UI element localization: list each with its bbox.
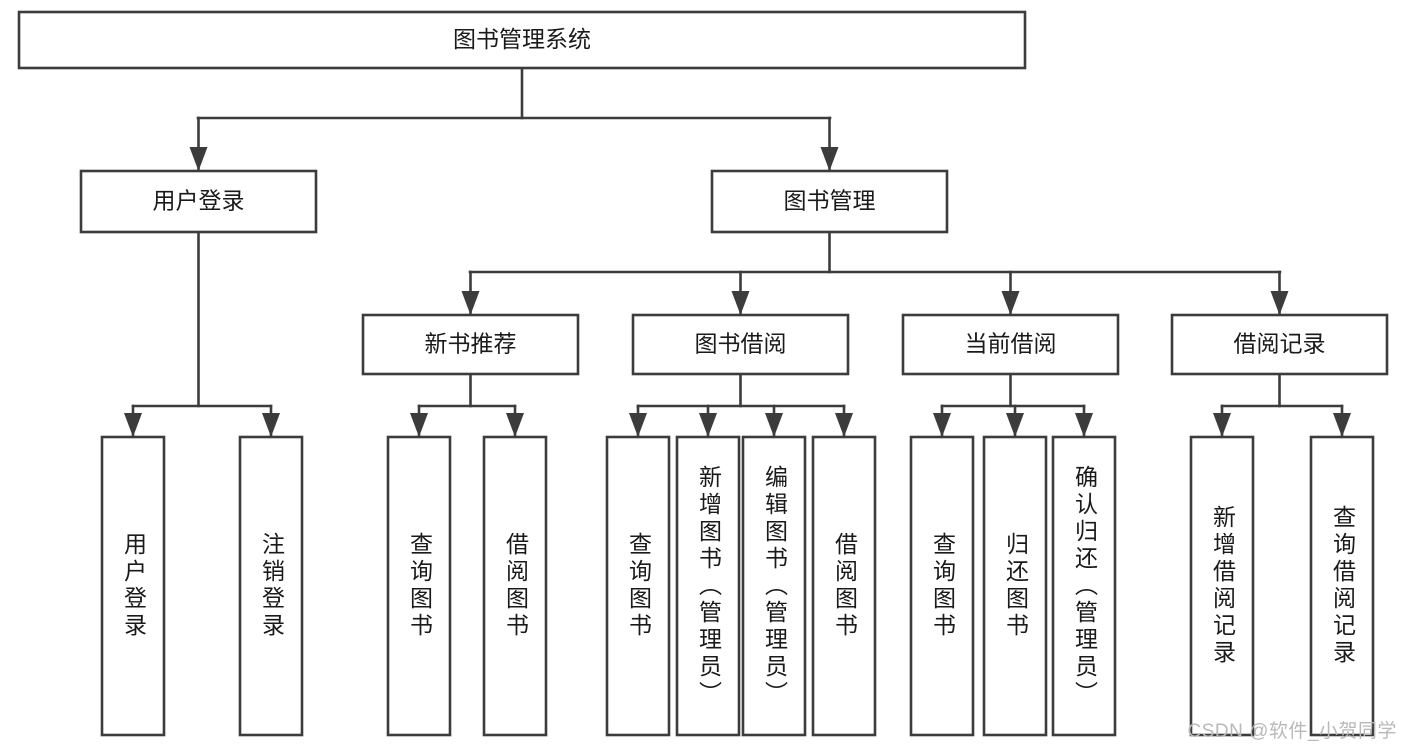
arrow-leaf-add-record	[1213, 413, 1231, 437]
node-leaf-query-book-2[interactable]	[605, 435, 671, 737]
arrow-leaf-query-record	[1333, 413, 1351, 437]
node-root[interactable]	[17, 10, 1027, 70]
node-borrow-record[interactable]	[1170, 313, 1389, 376]
node-leaf-query-record[interactable]	[1309, 435, 1375, 737]
arrow-leaf-borrow-book-2	[835, 413, 853, 437]
node-leaf-return-book[interactable]	[982, 435, 1048, 737]
arrow-leaf-query-book-1	[410, 413, 428, 437]
node-label-book-manage: 图书管理	[784, 188, 876, 214]
arrow-new-book-recommend	[461, 291, 480, 315]
node-leaf-borrow-book-2[interactable]	[811, 435, 877, 737]
node-leaf-borrow-book-1[interactable]	[482, 435, 548, 737]
watermark-text: CSDN @软件_小贺同学	[1187, 721, 1397, 742]
arrow-leaf-borrow-book-1	[506, 413, 524, 437]
arrow-leaf-query-book-2	[629, 413, 647, 437]
node-label-book-borrow: 图书借阅	[695, 331, 787, 357]
node-leaf-confirm-return[interactable]	[1051, 435, 1117, 737]
node-label-borrow-record: 借阅记录	[1234, 331, 1326, 357]
node-label-new-book-recommend: 新书推荐	[425, 331, 517, 357]
node-leaf-query-book-3[interactable]	[909, 435, 975, 737]
node-new-book-recommend[interactable]	[361, 313, 580, 376]
arrow-borrow-record	[1270, 291, 1289, 315]
node-book-manage[interactable]	[710, 169, 949, 234]
node-leaf-user-logout[interactable]	[238, 435, 304, 737]
arrow-user-login	[189, 147, 208, 171]
node-book-borrow[interactable]	[631, 313, 850, 376]
node-leaf-user-login[interactable]	[100, 435, 166, 737]
arrow-leaf-user-logout	[262, 413, 280, 437]
arrow-current-borrow	[1001, 291, 1020, 315]
node-leaf-edit-book[interactable]	[741, 435, 807, 737]
node-user-login[interactable]	[79, 169, 318, 234]
arrow-leaf-edit-book	[765, 413, 783, 437]
arrow-book-manage	[820, 147, 839, 171]
node-leaf-query-book-1[interactable]	[386, 435, 452, 737]
arrow-leaf-user-login	[124, 413, 142, 437]
node-leaf-add-book[interactable]	[675, 435, 741, 737]
arrow-leaf-query-book-3	[933, 413, 951, 437]
node-label-user-login: 用户登录	[153, 188, 245, 214]
arrow-leaf-confirm-return	[1075, 413, 1093, 437]
node-leaf-add-record[interactable]	[1189, 435, 1255, 737]
arrow-leaf-return-book	[1006, 413, 1024, 437]
arrow-leaf-add-book	[699, 413, 717, 437]
arrow-book-borrow	[731, 291, 750, 315]
node-label-current-borrow: 当前借阅	[965, 331, 1057, 357]
node-current-borrow[interactable]	[901, 313, 1120, 376]
node-label-root: 图书管理系统	[453, 26, 591, 52]
